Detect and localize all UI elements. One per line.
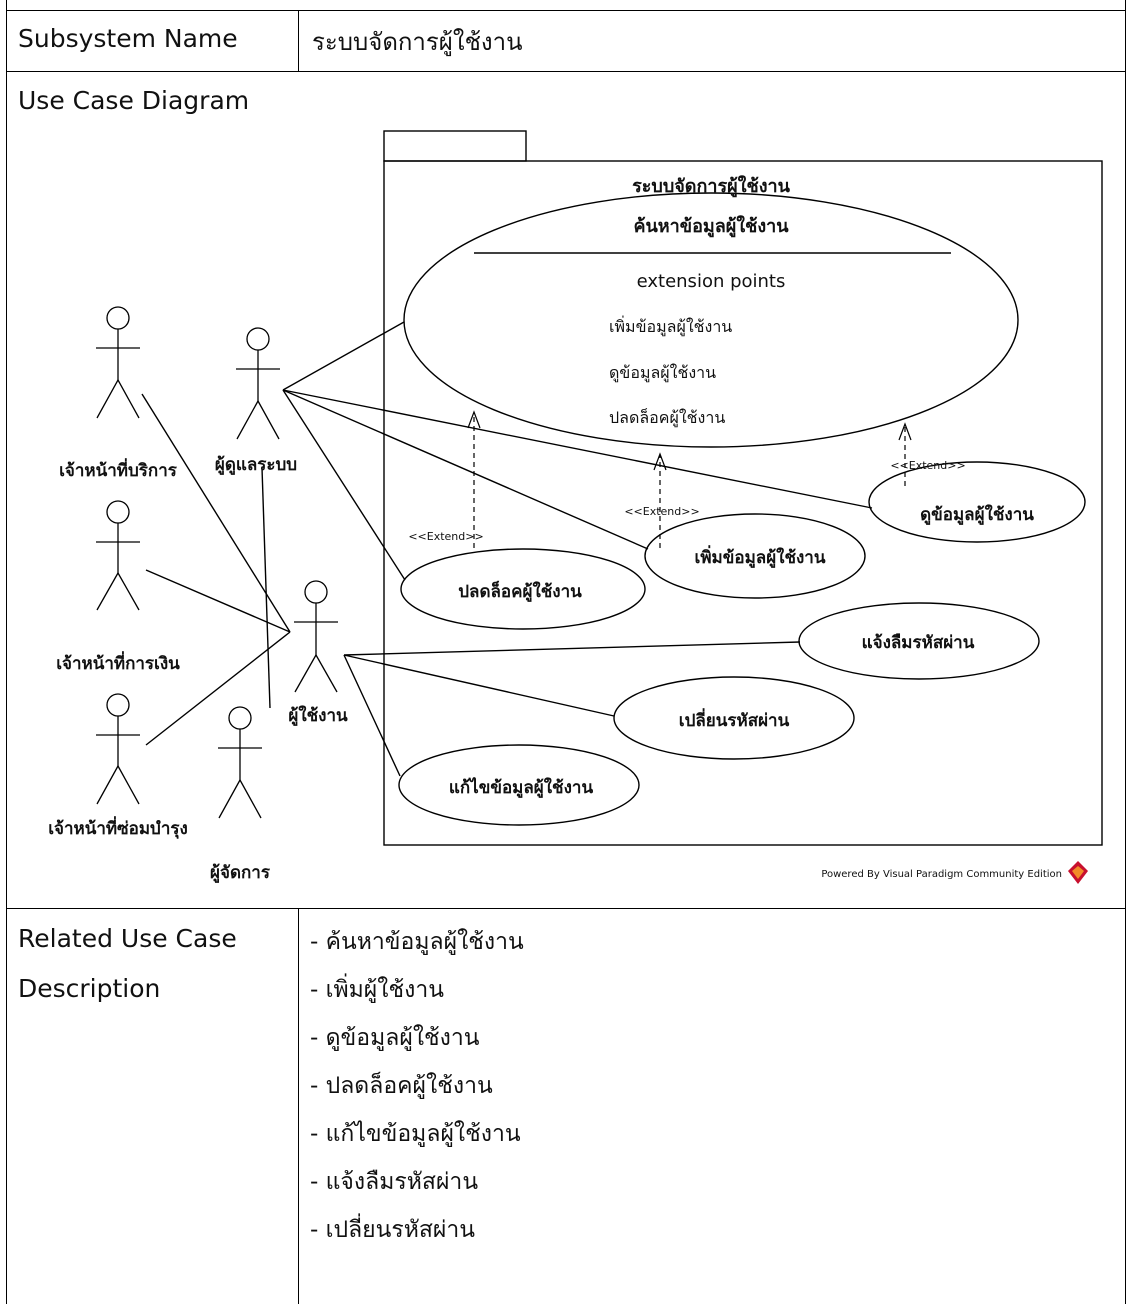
related-use-case-label: Related Use Case xyxy=(18,924,237,953)
actor-admin-label: ผู้ดูแลระบบ xyxy=(215,455,297,476)
related-item: - เปลี่ยนรหัสผ่าน xyxy=(310,1217,476,1243)
table-frame xyxy=(6,0,1126,1304)
actor-maintenance-head xyxy=(106,693,130,717)
extend-label: <<Extend>> xyxy=(890,459,965,472)
actor-service-head xyxy=(106,306,130,330)
row-divider xyxy=(6,10,1126,11)
use-case-edit-ellipse xyxy=(398,744,640,826)
actor-finance-head xyxy=(106,500,130,524)
association-line xyxy=(343,654,401,777)
visual-paradigm-logo-icon xyxy=(1068,861,1088,884)
use-case-view-ellipse xyxy=(868,461,1086,543)
actor-manager-head xyxy=(228,706,252,730)
use-case-unlock-label: ปลดล็อคผู้ใช้งาน xyxy=(458,579,582,603)
extend-label: <<Extend>> xyxy=(624,505,699,518)
use-case-add-ellipse xyxy=(644,513,866,599)
association-line xyxy=(282,389,406,581)
use-case-change-label: เปลี่ยนรหัสผ่าน xyxy=(679,708,790,731)
association-line xyxy=(282,321,405,391)
extension-point: เพิ่มข้อมูลผู้ใช้งาน xyxy=(609,315,732,337)
actor-service-label: เจ้าหน้าที่บริการ xyxy=(59,458,178,481)
column-divider xyxy=(298,908,299,1304)
row-divider xyxy=(6,908,1126,909)
system-boundary-tab xyxy=(383,130,527,162)
actor-figures xyxy=(96,306,338,819)
use-case-unlock-ellipse xyxy=(400,548,646,630)
use-case-diagram-label: Use Case Diagram xyxy=(18,86,250,115)
extend-arrowhead xyxy=(653,452,667,471)
use-case-edit-label: แก้ไขข้อมูลผู้ใช้งาน xyxy=(449,777,594,799)
extend-label: <<Extend>> xyxy=(408,530,483,543)
extend-arrowhead xyxy=(898,422,912,441)
related-item: - ปลดล็อคผู้ใช้งาน xyxy=(310,1073,493,1099)
extension-points-title: extension points xyxy=(637,271,786,292)
use-case-forgot-ellipse xyxy=(798,602,1040,680)
main-use-case-name: ค้นหาข้อมูลผู้ใช้งาน xyxy=(633,215,789,238)
actor-manager-label: ผู้จัดการ xyxy=(210,863,271,884)
powered-by-text: Powered By Visual Paradigm Community Edi… xyxy=(821,869,1062,880)
use-case-change-ellipse xyxy=(613,676,855,760)
actor-user-head xyxy=(304,580,328,604)
extend-arrowhead xyxy=(467,410,481,429)
generalization-line xyxy=(145,569,291,633)
subsystem-name-label: Subsystem Name xyxy=(18,24,238,53)
subsystem-name-value: ระบบจัดการผู้ใช้งาน xyxy=(312,28,523,56)
system-name: ระบบจัดการผู้ใช้งาน xyxy=(632,175,791,198)
association-line xyxy=(282,389,649,550)
actor-user-label: ผู้ใช้งาน xyxy=(288,705,348,727)
association-line xyxy=(282,389,873,509)
related-item: - เพิ่มผู้ใช้งาน xyxy=(310,977,444,1003)
main-use-case-ellipse xyxy=(403,192,1019,448)
generalization-line xyxy=(261,467,271,709)
generalization-line xyxy=(145,631,291,746)
related-item: - ค้นหาข้อมูลผู้ใช้งาน xyxy=(310,929,524,955)
related-item: - แจ้งลืมรหัสผ่าน xyxy=(310,1169,479,1195)
related-item: - ดูข้อมูลผู้ใช้งาน xyxy=(310,1025,480,1051)
actor-admin-head xyxy=(246,327,270,351)
association-line xyxy=(343,654,615,717)
extension-point: ดูข้อมูลผู้ใช้งาน xyxy=(609,363,716,383)
use-case-forgot-label: แจ้งลืมรหัสผ่าน xyxy=(862,632,975,653)
use-case-view-label: ดูข้อมูลผู้ใช้งาน xyxy=(920,504,1034,526)
system-boundary xyxy=(383,160,1103,846)
column-divider xyxy=(298,10,299,71)
extension-point: ปลดล็อคผู้ใช้งาน xyxy=(609,407,725,428)
description-label: Description xyxy=(18,974,161,1003)
use-case-add-label: เพิ่มข้อมูลผู้ใช้งาน xyxy=(695,545,826,569)
actor-finance-label: เจ้าหน้าที่การเงิน xyxy=(56,651,180,674)
actor-maintenance-label: เจ้าหน้าที่ซ่อมบำรุง xyxy=(48,816,188,839)
row-divider xyxy=(6,71,1126,72)
related-item: - แก้ไขข้อมูลผู้ใช้งาน xyxy=(310,1121,521,1147)
generalization-line xyxy=(141,393,291,633)
association-line xyxy=(343,641,801,656)
